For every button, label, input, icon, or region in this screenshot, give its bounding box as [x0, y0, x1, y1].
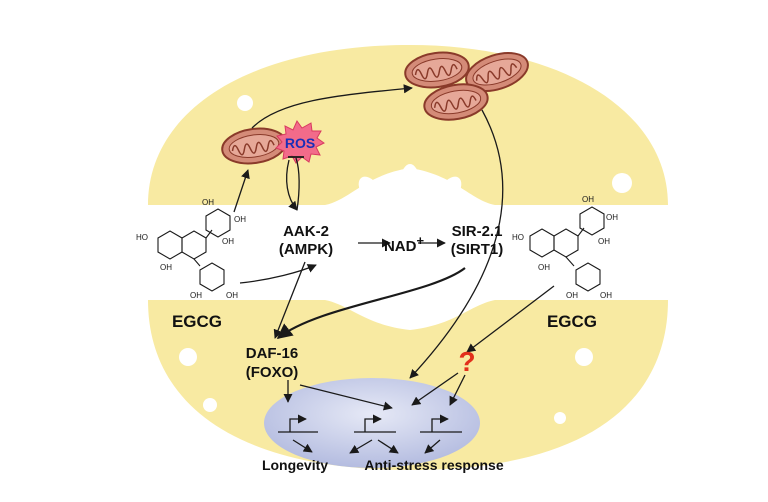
egcg-left-label: EGCG [172, 312, 222, 331]
vesicle [554, 412, 566, 424]
ampk-label: (AMPK) [279, 241, 333, 258]
svg-text:HO: HO [136, 233, 148, 242]
egcg-molecule-left-atoms: HO OH OH OH OH OH OH [136, 198, 246, 300]
question-mark: ? [458, 346, 475, 377]
vesicle [575, 348, 593, 366]
aak2-label: AAK-2 [283, 223, 329, 240]
svg-text:OH: OH [160, 263, 172, 272]
svg-text:OH: OH [582, 195, 594, 204]
egcg-molecule-left [157, 208, 231, 292]
svg-text:OH: OH [606, 213, 618, 222]
svg-text:OH: OH [566, 291, 578, 300]
vesicle [179, 348, 197, 366]
cell-upper [148, 45, 668, 205]
pathway-arrows [233, 84, 555, 411]
svg-text:OH: OH [538, 263, 550, 272]
vesicle [237, 95, 253, 111]
svg-text:OH: OH [190, 291, 202, 300]
sir21-label: SIR-2.1 [452, 223, 503, 240]
svg-text:OH: OH [600, 291, 612, 300]
egcg-right-label: EGCG [547, 312, 597, 331]
svg-text:OH: OH [598, 237, 610, 246]
ros-label: ROS [285, 135, 315, 151]
foxo-label: (FOXO) [246, 364, 299, 381]
gene-promoters [278, 414, 462, 454]
nad-label: NAD+ [384, 233, 425, 255]
daf16-label: DAF-16 [246, 345, 299, 362]
svg-text:HO: HO [512, 233, 524, 242]
svg-text:OH: OH [234, 215, 246, 224]
sirt1-label: (SIRT1) [451, 241, 504, 258]
antistress-label: Anti-stress response [364, 457, 503, 473]
nucleus [264, 378, 480, 468]
vesicle [203, 398, 217, 412]
svg-text:OH: OH [202, 198, 214, 207]
vesicle [612, 173, 632, 193]
egcg-molecule-right-atoms: HO OH OH OH OH OH OH [512, 195, 618, 300]
central-rosette [336, 164, 484, 295]
svg-text:OH: OH [222, 237, 234, 246]
longevity-label: Longevity [262, 457, 328, 473]
svg-text:OH: OH [226, 291, 238, 300]
egcg-molecule-right [529, 206, 605, 292]
